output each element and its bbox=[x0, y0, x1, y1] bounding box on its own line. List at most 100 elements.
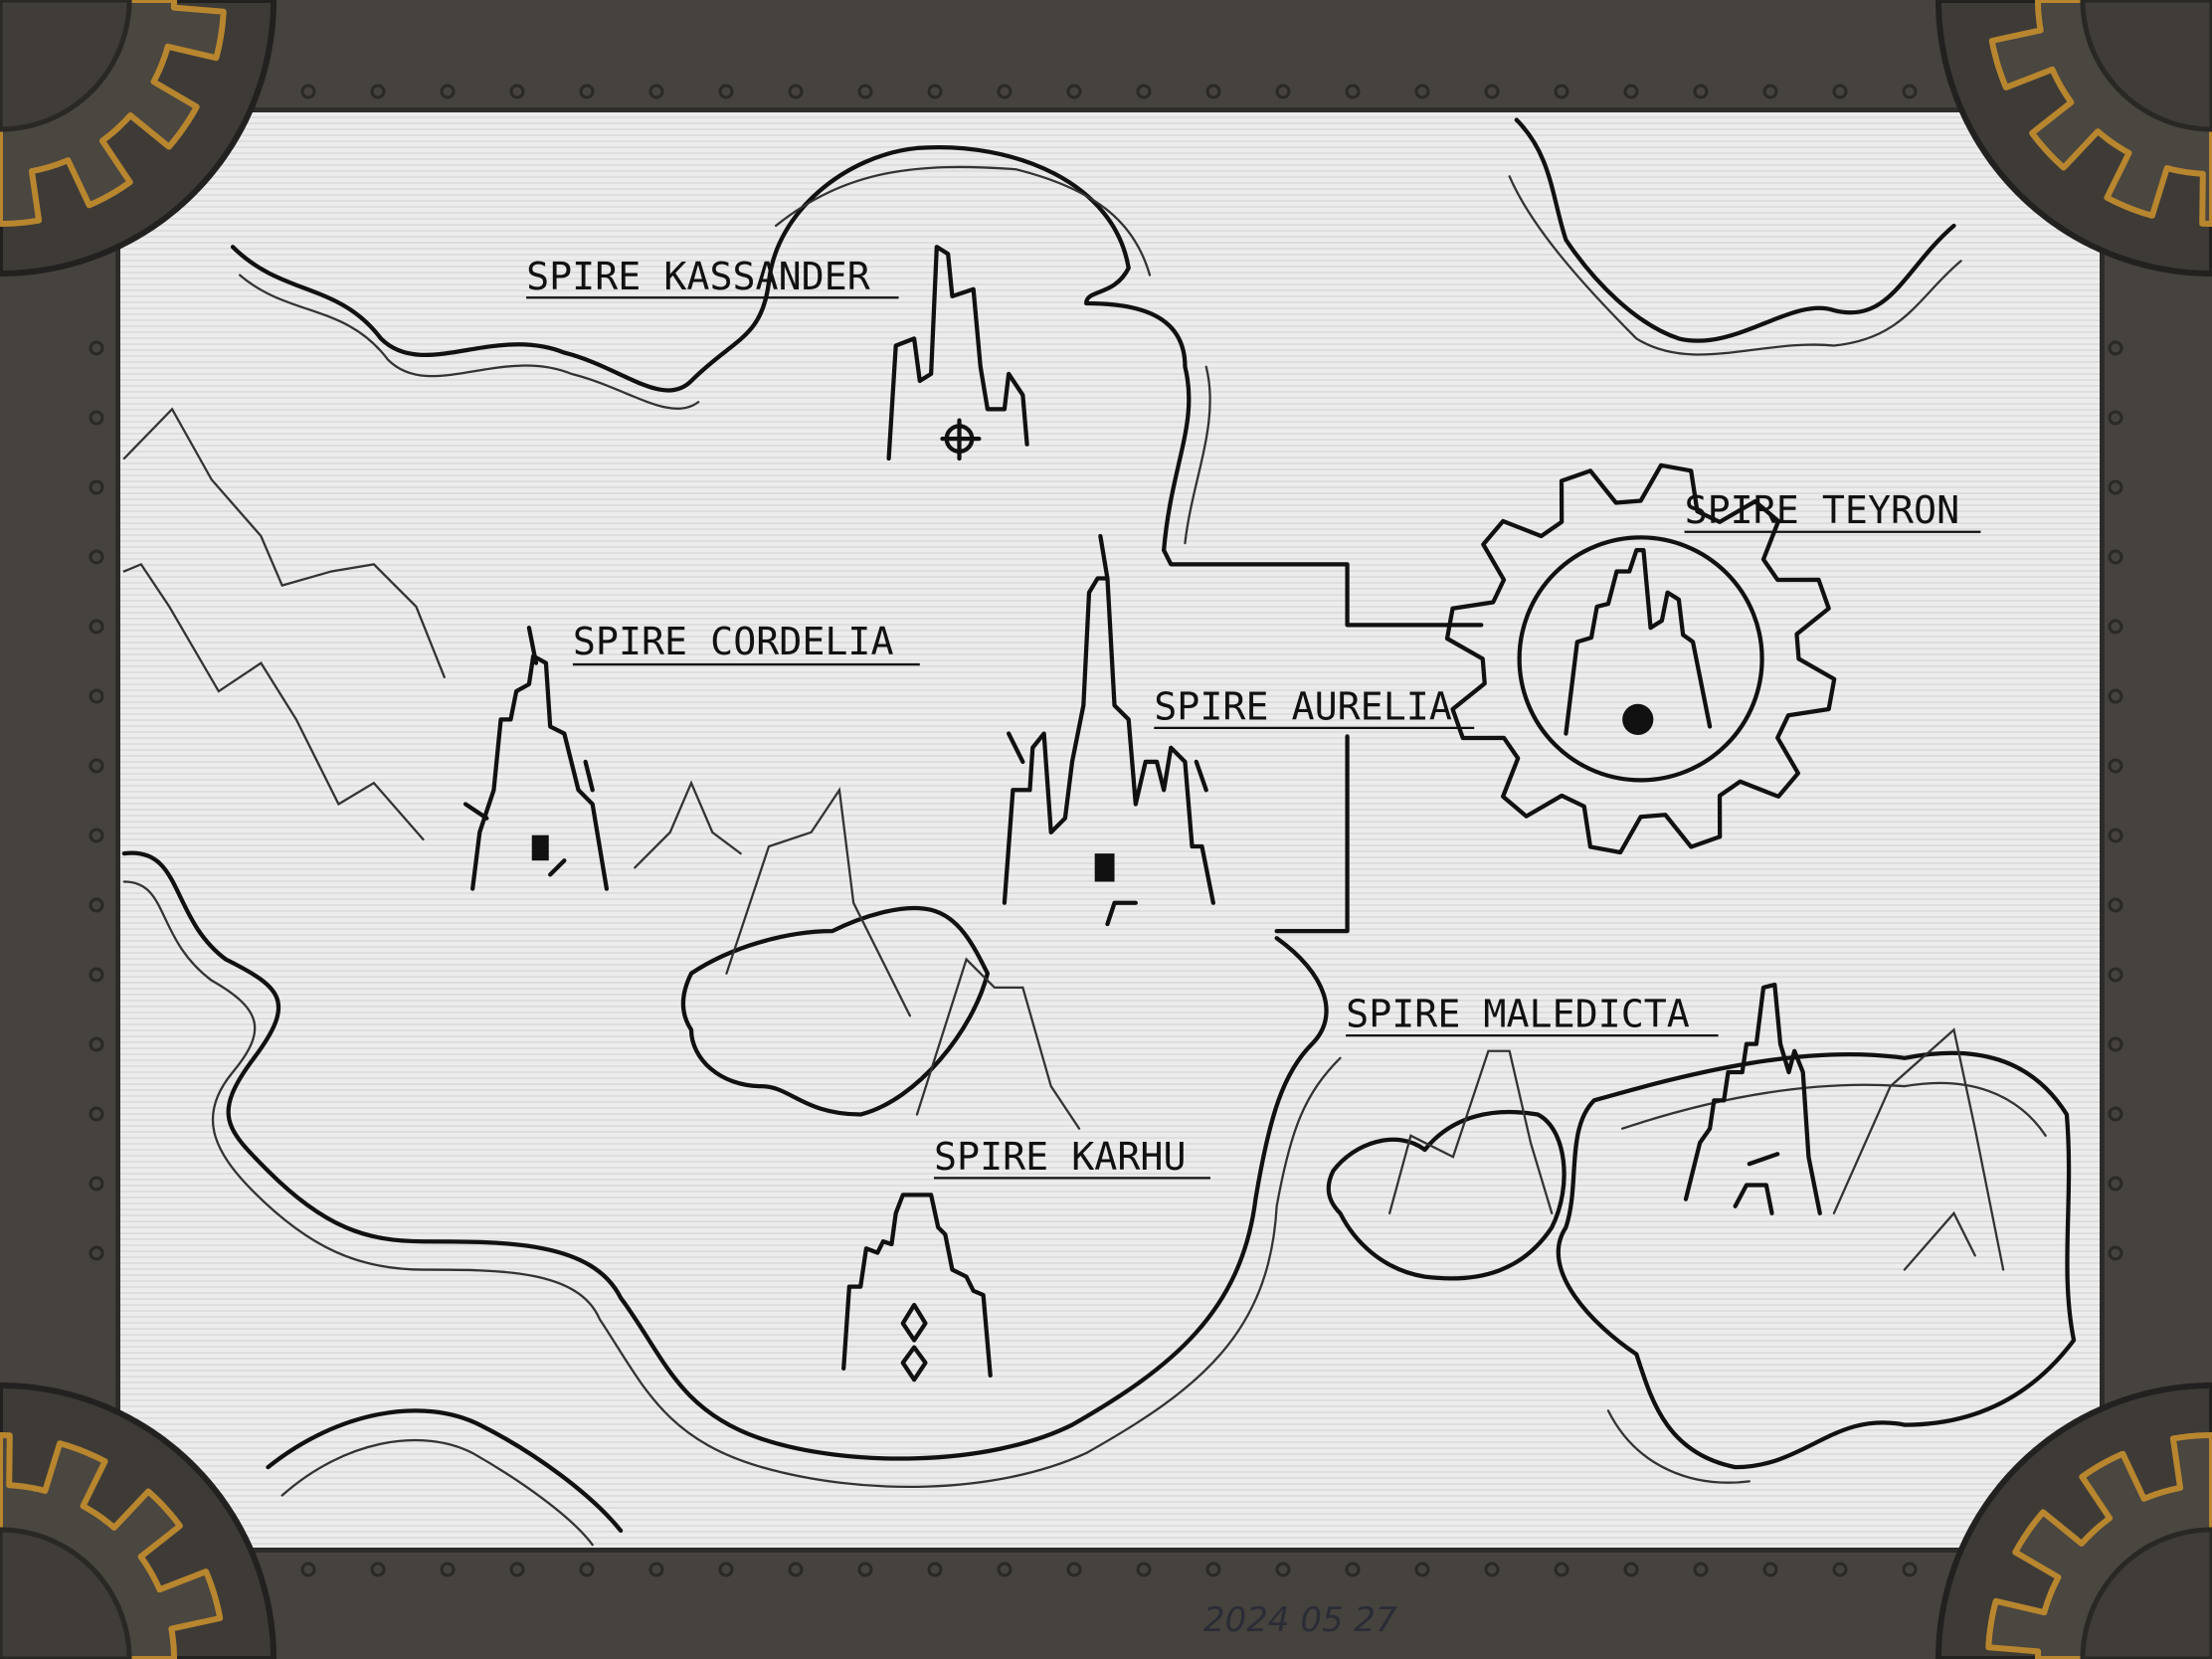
coastlines bbox=[121, 117, 2077, 1547]
mountains bbox=[122, 407, 2005, 1271]
rivet bbox=[1832, 1562, 1848, 1577]
rivet bbox=[2108, 758, 2123, 774]
skull-mark bbox=[1094, 853, 1115, 882]
label-spire-maledicta[interactable]: SPIRE MALEDICTA bbox=[1346, 993, 1719, 1037]
rivet bbox=[440, 1562, 456, 1577]
coastline-central-shadow bbox=[122, 880, 1342, 1488]
rivet bbox=[648, 1562, 664, 1577]
rivet bbox=[1414, 1562, 1430, 1577]
label-text: SPIRE KASSANDER bbox=[526, 255, 871, 299]
label-spire-aurelia[interactable]: SPIRE AURELIA bbox=[1154, 684, 1475, 729]
skull-mark bbox=[531, 834, 549, 861]
spire-aurelia-icon bbox=[1002, 533, 1215, 927]
coastline-maledicta-island bbox=[1326, 1109, 1567, 1281]
location-labels: SPIRE KASSANDER SPIRE CORDELIA SPIRE AUR… bbox=[526, 255, 1981, 1180]
coastline-northeast bbox=[1514, 117, 1956, 343]
rivet bbox=[89, 967, 104, 983]
mountain-maledicta bbox=[1387, 1027, 2005, 1271]
rivet bbox=[1902, 84, 1918, 99]
rivet bbox=[89, 828, 104, 843]
mountain-ridge-west bbox=[122, 407, 446, 678]
label-spire-kassander[interactable]: SPIRE KASSANDER bbox=[526, 255, 899, 299]
rivet bbox=[370, 1562, 386, 1577]
label-text: SPIRE KARHU bbox=[934, 1135, 1187, 1180]
rivet bbox=[1345, 84, 1361, 99]
coastline-southeast-shadow bbox=[1606, 1081, 2047, 1484]
rivet bbox=[997, 1562, 1013, 1577]
corner-gear-icon bbox=[0, 1382, 276, 1659]
spire-cordelia-icon bbox=[462, 626, 610, 891]
rivet bbox=[579, 1562, 595, 1577]
rivet bbox=[89, 410, 104, 426]
rivet bbox=[2108, 967, 2123, 983]
rivet bbox=[440, 84, 456, 99]
rivet bbox=[2108, 1245, 2123, 1261]
rivet bbox=[1484, 1562, 1500, 1577]
rivet bbox=[1136, 84, 1152, 99]
rivet bbox=[1693, 84, 1709, 99]
rivet bbox=[2108, 688, 2123, 704]
rivet bbox=[1414, 84, 1430, 99]
rivet bbox=[89, 1036, 104, 1052]
label-text: SPIRE CORDELIA bbox=[573, 620, 894, 664]
rivet bbox=[1066, 84, 1082, 99]
label-spire-teyron[interactable]: SPIRE TEYRON bbox=[1684, 488, 1981, 533]
spire-karhu-icon bbox=[841, 1193, 993, 1382]
rivet bbox=[1762, 84, 1778, 99]
rivet bbox=[927, 1562, 943, 1577]
rivet bbox=[1554, 84, 1569, 99]
map-drawing: SPIRE KASSANDER SPIRE CORDELIA SPIRE AUR… bbox=[121, 117, 2077, 1547]
rivet bbox=[788, 84, 804, 99]
mountain-central bbox=[634, 780, 912, 1017]
skull-mark bbox=[1622, 703, 1654, 735]
road-aurelia-teyron bbox=[1162, 548, 1484, 628]
rivet bbox=[997, 84, 1013, 99]
rivet bbox=[89, 549, 104, 565]
rivet bbox=[1623, 1562, 1639, 1577]
rivet bbox=[1693, 1562, 1709, 1577]
rivet bbox=[2108, 1106, 2123, 1122]
rivet bbox=[1762, 1562, 1778, 1577]
corner-gear-icon bbox=[1936, 1382, 2212, 1659]
rivet bbox=[89, 758, 104, 774]
spire-teyron-gear-icon bbox=[1444, 462, 1837, 855]
gear-hub bbox=[2080, 0, 2212, 132]
label-spire-karhu[interactable]: SPIRE KARHU bbox=[933, 1135, 1210, 1180]
rivet bbox=[2108, 619, 2123, 635]
label-text: SPIRE MALEDICTA bbox=[1346, 993, 1690, 1037]
rivet bbox=[1275, 1562, 1291, 1577]
rivet bbox=[857, 1562, 873, 1577]
coastline-north bbox=[230, 145, 1192, 553]
rivet bbox=[370, 84, 386, 99]
rivet bbox=[1066, 1562, 1082, 1577]
rivet bbox=[1832, 84, 1848, 99]
rivet bbox=[927, 84, 943, 99]
rivet bbox=[1554, 1562, 1569, 1577]
label-text: SPIRE TEYRON bbox=[1685, 488, 1960, 533]
rivet bbox=[1484, 84, 1500, 99]
rivet bbox=[2108, 1176, 2123, 1192]
rivet bbox=[509, 1562, 525, 1577]
coastline-central bbox=[121, 850, 1329, 1461]
rivet bbox=[718, 84, 734, 99]
rivet bbox=[1205, 84, 1221, 99]
coastline-southwest bbox=[266, 1408, 624, 1534]
spire-kassander-icon bbox=[886, 245, 1029, 461]
rivet bbox=[579, 84, 595, 99]
gear-hub bbox=[0, 0, 132, 132]
coastline-southeast bbox=[1556, 1050, 2077, 1470]
rivet bbox=[2108, 549, 2123, 565]
rivet bbox=[1275, 84, 1291, 99]
label-spire-cordelia[interactable]: SPIRE CORDELIA bbox=[572, 620, 920, 666]
artist-signature: 2024 05 27 bbox=[1203, 1600, 1397, 1640]
gear-hub bbox=[2080, 1527, 2212, 1659]
rivet bbox=[300, 1562, 316, 1577]
rivet bbox=[89, 1245, 104, 1261]
coastline-north-shadow bbox=[238, 165, 1211, 545]
coastline-northeast-shadow bbox=[1508, 175, 1962, 356]
roads bbox=[1162, 548, 1484, 934]
corner-gear-icon bbox=[1936, 0, 2212, 276]
